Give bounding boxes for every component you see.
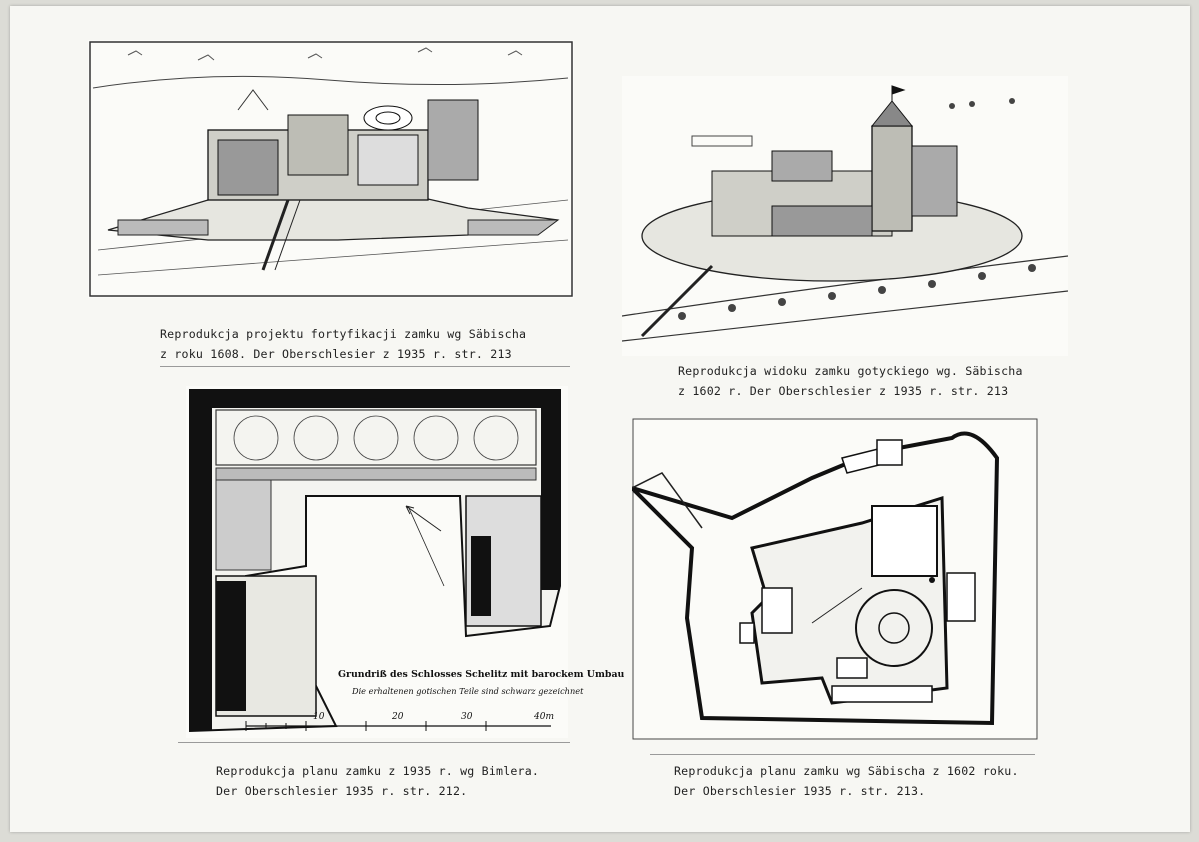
castle-plan-1602-illustration bbox=[632, 418, 1038, 740]
scale-label-40m: 40m bbox=[534, 712, 554, 722]
caption-bottom-left: Reprodukcja planu zamku z 1935 r. wg Bim… bbox=[216, 761, 539, 801]
caption-bottom-right-line2: Der Oberschlesier 1935 r. str. 213. bbox=[674, 784, 926, 798]
scale-label-10: 10 bbox=[313, 712, 325, 722]
scale-label-30: 30 bbox=[461, 712, 473, 722]
bottom-left-divider bbox=[178, 742, 570, 743]
caption-top-left-line2: z roku 1608. Der Oberschlesier z 1935 r.… bbox=[160, 347, 512, 361]
document-page: Reprodukcja projektu fortyfikacji zamku … bbox=[10, 6, 1190, 832]
caption-top-left: Reprodukcja projektu fortyfikacji zamku … bbox=[160, 324, 526, 364]
caption-top-left-line1: Reprodukcja projektu fortyfikacji zamku … bbox=[160, 327, 527, 341]
fortification-illustration bbox=[89, 41, 573, 297]
fortification-drawing bbox=[88, 40, 574, 298]
scale-label-20: 20 bbox=[392, 712, 404, 722]
floor-plan-1935 bbox=[186, 386, 568, 738]
gothic-castle-illustration bbox=[622, 85, 1068, 342]
caption-divider bbox=[160, 366, 570, 367]
caption-bottom-left-line2: Der Oberschlesier 1935 r. str. 212. bbox=[216, 784, 468, 798]
caption-bottom-right-line1: Reprodukcja planu zamku wg Säbischa z 16… bbox=[674, 764, 1019, 778]
floor-plan-illustration bbox=[189, 389, 561, 733]
castle-plan-1602 bbox=[632, 418, 1038, 740]
caption-top-right-line1: Reprodukcja widoku zamku gotyckiego wg. … bbox=[678, 364, 1023, 378]
caption-top-right: Reprodukcja widoku zamku gotyckiego wg. … bbox=[678, 361, 1023, 401]
caption-bottom-left-line1: Reprodukcja planu zamku z 1935 r. wg Bim… bbox=[216, 764, 540, 778]
gothic-castle-view bbox=[622, 76, 1068, 356]
bottom-right-divider bbox=[650, 754, 1035, 755]
floor-plan-legend-title: Grundriß des Schlosses Schelitz mit baro… bbox=[338, 669, 625, 680]
floor-plan-legend-subtitle: Die erhaltenen gotischen Teile sind schw… bbox=[352, 686, 584, 696]
caption-bottom-right: Reprodukcja planu zamku wg Säbischa z 16… bbox=[674, 761, 1019, 801]
caption-top-right-line2: z 1602 r. Der Oberschlesier z 1935 r. st… bbox=[678, 384, 1009, 398]
